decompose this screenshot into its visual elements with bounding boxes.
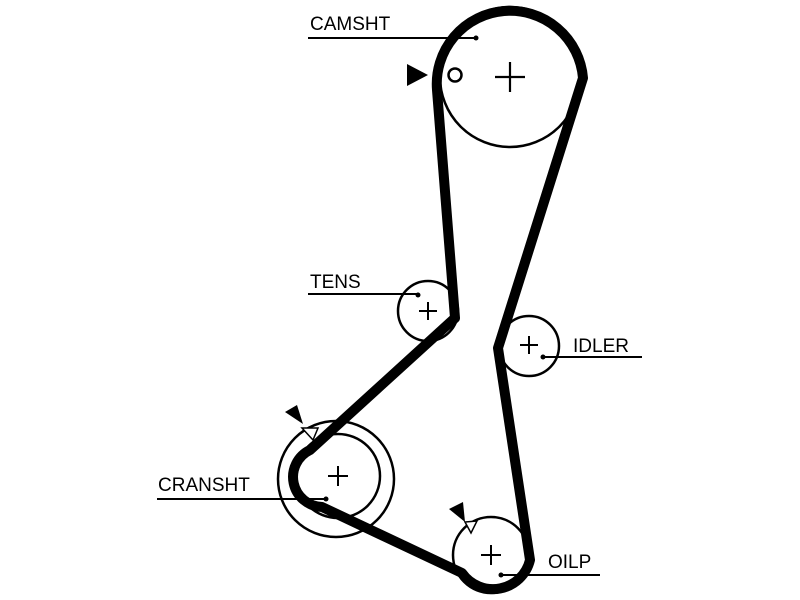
camshaft-pulley — [407, 5, 582, 149]
idler-label: IDLER — [573, 336, 629, 357]
crankshaft-notch-icon — [300, 427, 320, 442]
crankshaft-label-group: CRANSHT — [157, 475, 329, 502]
idler-label-group: IDLER — [540, 336, 642, 360]
crankshaft-timing-mark-icon — [285, 405, 303, 424]
tensioner-pulley — [396, 279, 460, 343]
tensioner-label-group: TENS — [308, 272, 421, 298]
camshaft-label-group: CAMSHT — [308, 14, 479, 41]
tensioner-label: TENS — [310, 272, 361, 293]
oil-pump-label: OILP — [548, 552, 591, 573]
oil-pump-label-group: OILP — [498, 552, 600, 578]
oil-pump-timing-mark-icon — [449, 502, 465, 522]
idler-pulley — [497, 314, 561, 378]
camshaft-timing-mark-icon — [407, 64, 428, 86]
timing-belt — [288, 5, 588, 595]
oil-pump-pulley — [449, 502, 531, 595]
crankshaft-label: CRANSHT — [158, 475, 250, 496]
camshaft-timing-dot — [447, 67, 463, 83]
camshaft-label: CAMSHT — [310, 14, 391, 35]
oil-pump-notch-icon — [463, 520, 479, 535]
crankshaft-pulley — [276, 405, 396, 539]
